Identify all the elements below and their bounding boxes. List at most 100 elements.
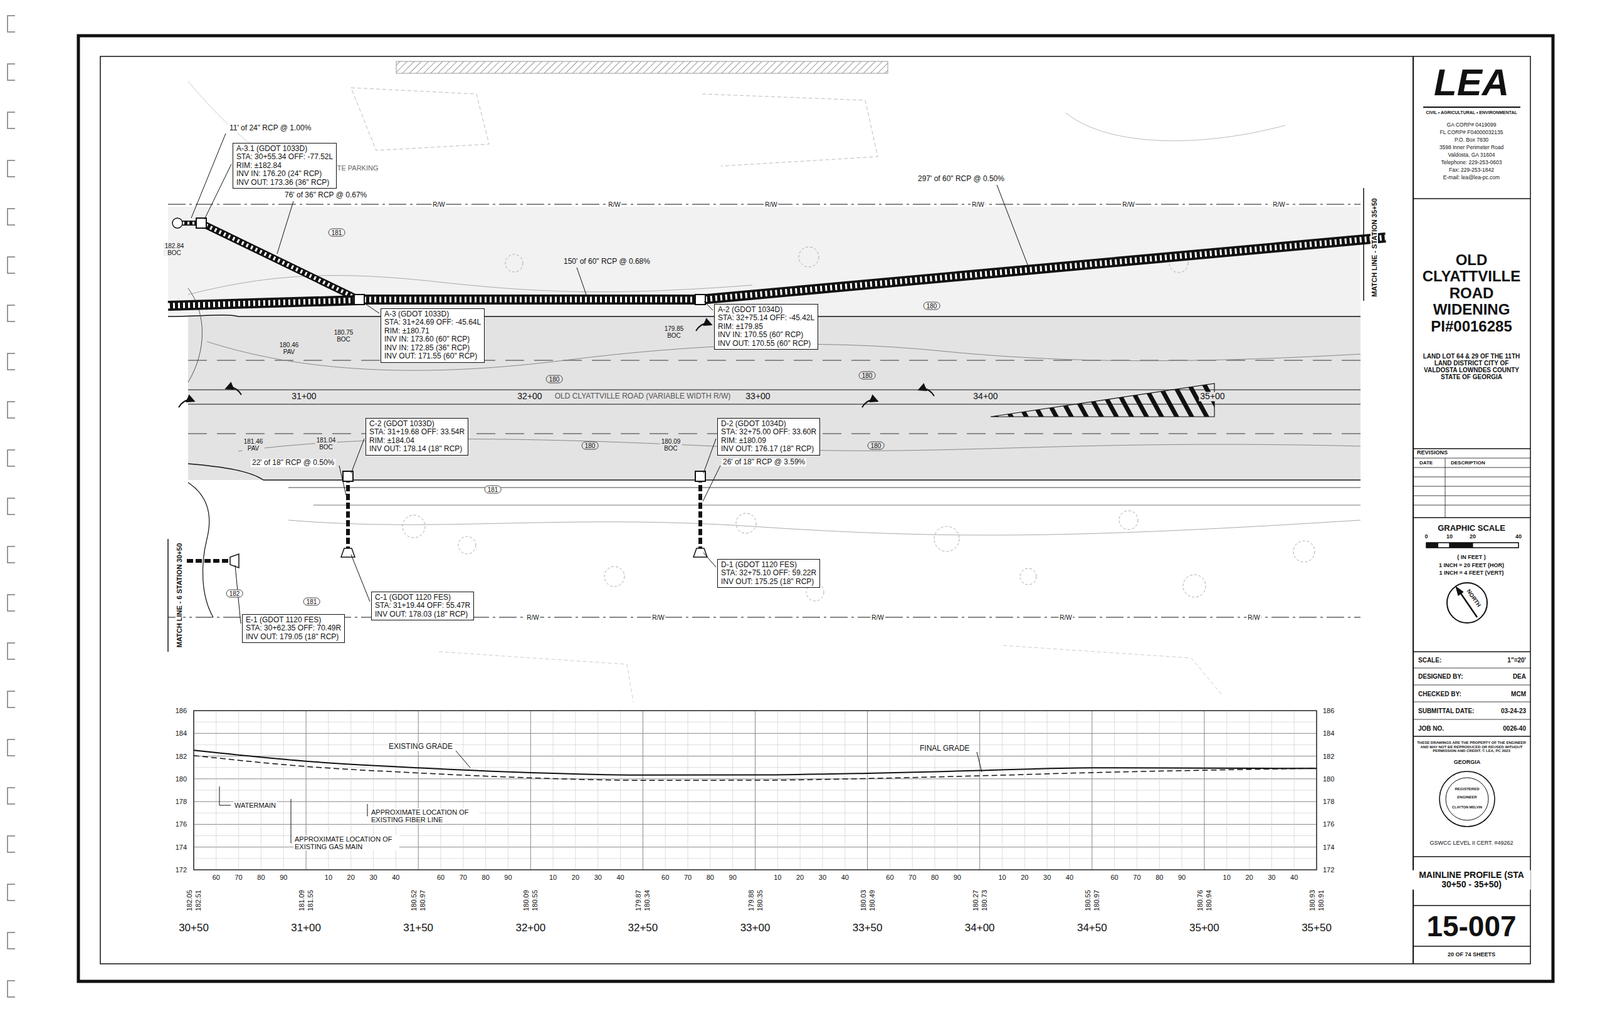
station-tick-label: 90 xyxy=(1176,873,1187,882)
callout-text: STA: 32+75.00 OFF: 33.60R xyxy=(721,428,817,437)
storm-pipe-hatch xyxy=(700,237,1386,300)
elevation-axis-label: 180 xyxy=(1321,775,1336,784)
station-tick-label: 80 xyxy=(929,873,940,882)
right-of-way-label: R/W xyxy=(970,201,985,209)
leader-line xyxy=(976,752,982,773)
leader-line xyxy=(703,438,716,474)
station-label: 31+50 xyxy=(401,922,435,935)
callout-text: INV OUT: 175.25 (18" RCP) xyxy=(721,578,817,587)
binder-mark xyxy=(7,691,16,708)
title-block-rule xyxy=(1413,448,1531,450)
firm-info: P.O. Box 7830 xyxy=(1453,137,1490,143)
station-tick-label: 40 xyxy=(840,873,851,882)
callout-heading: D-1 (GDOT 1120 FES) xyxy=(721,561,817,570)
leader-line xyxy=(367,804,369,817)
spot-elevation: 181.46 PAV xyxy=(242,438,265,453)
profile-grid xyxy=(1248,710,1250,871)
profile-callout: EXISTING GRADE xyxy=(387,742,454,752)
profile-grid xyxy=(1226,710,1227,871)
curb-return xyxy=(168,315,239,317)
station-tick-label: 10 xyxy=(323,873,334,882)
profile-grid xyxy=(215,710,217,871)
leader-line xyxy=(704,301,713,311)
profile-grid xyxy=(462,710,464,871)
table-heading: REVISIONS xyxy=(1415,450,1449,457)
tree-symbol xyxy=(505,254,523,273)
binder-mark xyxy=(7,498,16,515)
profile-grid xyxy=(1271,710,1273,871)
firm-info: FL CORP# F04000032135 xyxy=(1438,129,1505,136)
grade-elevation: 182.05 xyxy=(185,889,194,913)
callout-text: STA: 30+62.35 OFF: 70.49R xyxy=(245,624,342,633)
existing-building xyxy=(351,87,490,151)
profile-frame xyxy=(193,710,1317,871)
structure-callout: A-3 (GDOT 1033D)STA: 31+24.69 OFF: -45.6… xyxy=(380,308,485,364)
pipe-label: 26' of 18" RCP @ 3.59% xyxy=(721,458,807,467)
grade-elevation: 180.34 xyxy=(643,889,651,913)
station-label: 35+00 xyxy=(1188,922,1221,935)
callout-text: INV OUT: 178.14 (18" RCP) xyxy=(369,445,465,454)
gore-stripe xyxy=(1113,383,1133,419)
profile-grid xyxy=(1136,710,1138,871)
spot-elevation: 179.85 BOC xyxy=(663,325,686,340)
right-of-way-line xyxy=(168,616,1361,618)
station-tick-label: 80 xyxy=(255,873,266,882)
elevation-axis-label: 186 xyxy=(1321,707,1336,715)
elevation-axis-label: 176 xyxy=(1321,820,1336,829)
existing-feature xyxy=(1065,112,1286,142)
logo-tagline: CIVIL • AGRICULTURAL • ENVIRONMENTAL xyxy=(1424,110,1519,116)
binder-mark xyxy=(7,594,16,612)
match-line-label: MATCH LINE - 6 STATION 30+50 xyxy=(175,542,184,650)
scale-note: 1 INCH = 20 FEET (HOR) xyxy=(1437,563,1506,570)
station-label: 32+00 xyxy=(515,391,543,402)
gore-stripe xyxy=(1158,383,1178,419)
tree-symbol xyxy=(736,513,757,534)
callout-heading: D-2 (GDOT 1034D) xyxy=(721,420,817,429)
title-block-rule xyxy=(1413,685,1531,686)
spot-elevation: 181.04 BOC xyxy=(315,436,338,451)
logo-text: LEA xyxy=(1432,62,1511,104)
station-tick-label: 80 xyxy=(705,873,716,882)
elevation-axis-label: 180 xyxy=(174,775,189,784)
right-of-way-label: R/W xyxy=(525,614,540,622)
callout-heading: E-1 (GDOT 1120 FES) xyxy=(245,616,342,625)
binder-mark xyxy=(7,208,16,226)
grade-elevation: 181.55 xyxy=(306,889,315,913)
binder-mark xyxy=(7,739,16,757)
firm-info: Telephone: 229-253-0603 xyxy=(1440,159,1504,166)
title-field: SCALE: xyxy=(1416,657,1443,664)
profile-grid xyxy=(1068,710,1070,871)
profile-grid xyxy=(283,710,285,871)
gore-stripe xyxy=(1023,383,1043,419)
scale-bar xyxy=(1438,542,1451,548)
title-value: MCM xyxy=(1509,690,1528,698)
leader-line xyxy=(703,552,716,568)
station-tick-label: 70 xyxy=(1131,873,1142,882)
contour-label: 181 xyxy=(303,598,321,607)
binder-mark xyxy=(7,884,16,901)
profile-grid xyxy=(687,710,689,871)
profile-grid xyxy=(867,710,868,871)
profile-grid xyxy=(1159,710,1160,871)
binder-mark xyxy=(7,15,16,32)
profile-grid xyxy=(1047,710,1048,871)
firm-info: E-mail: lea@lea-pc.com xyxy=(1442,174,1501,181)
seal-text: REGISTERED xyxy=(1453,787,1481,792)
existing-area xyxy=(168,206,1361,317)
profile-grid xyxy=(574,710,576,871)
station-tick-label: 20 xyxy=(794,873,806,882)
leader-line xyxy=(191,133,226,219)
station-tick-label: 70 xyxy=(233,873,244,882)
scale-note: ( IN FEET ) xyxy=(1455,554,1488,562)
sheet-count: 20 OF 74 SHEETS xyxy=(1446,952,1497,959)
storm-pipe xyxy=(168,300,360,306)
station-tick-label: 20 xyxy=(1243,873,1254,882)
centerline xyxy=(188,389,1361,390)
station-label: 30+50 xyxy=(177,922,211,935)
station-tick-label: 80 xyxy=(480,873,491,882)
callout-text: STA: 31+19.68 OFF: 33.54R xyxy=(369,428,465,437)
profile-grid xyxy=(1181,710,1183,871)
callout-text: STA: 31+24.69 OFF: -45.64L xyxy=(384,318,481,327)
grade-elevation: 180.55 xyxy=(1084,889,1092,913)
drawing-layer xyxy=(7,15,1553,998)
